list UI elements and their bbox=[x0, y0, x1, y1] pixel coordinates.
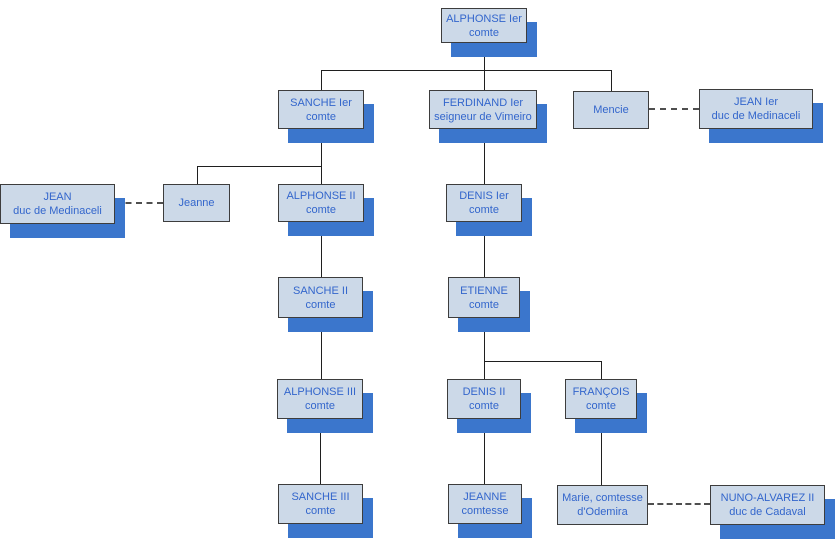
node-name: Jeanne bbox=[178, 197, 215, 209]
node-title: comte bbox=[305, 298, 336, 311]
node-nuno-alvarez-2[interactable]: NUNO-ALVAREZ II duc de Cadaval bbox=[710, 485, 825, 525]
node-etienne[interactable]: ETIENNE comte bbox=[448, 277, 520, 318]
node-title: duc de Cadaval bbox=[729, 506, 806, 518]
connector-denis2-to-jeanne2 bbox=[484, 419, 485, 484]
node-jeanne-comtesse[interactable]: JEANNE comtesse bbox=[448, 484, 522, 524]
node-title: comtesse bbox=[461, 505, 509, 517]
connector-etienne-to-children bbox=[484, 318, 485, 379]
connector-sanche1-to-children bbox=[321, 129, 322, 184]
node-alphonse-3[interactable]: ALPHONSE III comte bbox=[277, 379, 363, 419]
node-sanche-2[interactable]: SANCHE II comte bbox=[278, 277, 363, 318]
node-ferdinand-1er[interactable]: FERDINAND Ier seigneur de Vimeiro bbox=[429, 90, 537, 129]
node-title: comte bbox=[306, 110, 336, 123]
connector-drop-jeanne bbox=[197, 166, 198, 184]
node-name: NUNO-ALVAREZ II bbox=[720, 492, 815, 504]
node-title: comte bbox=[469, 298, 499, 311]
connector-francois-to-marie bbox=[601, 419, 602, 485]
node-alphonse-2[interactable]: ALPHONSE II comte bbox=[278, 184, 364, 222]
node-name: ALPHONSE III bbox=[283, 386, 357, 398]
node-name: FRANÇOIS bbox=[572, 386, 630, 398]
connector-denis1-to-etienne bbox=[484, 222, 485, 277]
node-alphonse-1er[interactable]: ALPHONSE Ier comte bbox=[441, 8, 527, 43]
node-title: comte bbox=[305, 505, 336, 517]
connector-alphonse3-to-sanche3 bbox=[320, 419, 321, 484]
node-name: ALPHONSE II bbox=[286, 190, 356, 202]
node-title: duc de Medinaceli bbox=[711, 110, 801, 122]
node-mencie[interactable]: Mencie bbox=[573, 91, 649, 129]
marriage-link-marie-nuno bbox=[648, 503, 710, 505]
connector-bus-generation3 bbox=[197, 166, 322, 167]
connector-sanche2-to-alphonse3 bbox=[321, 318, 322, 379]
connector-bus-generation2 bbox=[321, 70, 612, 71]
node-name: SANCHE II bbox=[292, 284, 348, 297]
node-title: comte bbox=[586, 400, 616, 412]
node-name: Mencie bbox=[593, 104, 629, 116]
node-title: d'Odemira bbox=[577, 506, 628, 518]
node-name: DENIS II bbox=[462, 386, 506, 398]
node-name: JEAN bbox=[43, 191, 72, 203]
node-jeanne[interactable]: Jeanne bbox=[163, 184, 230, 222]
node-title: comte bbox=[306, 204, 336, 216]
node-sanche-1er[interactable]: SANCHE Ier comte bbox=[278, 90, 364, 129]
node-name: Marie, comtesse bbox=[562, 492, 643, 504]
node-marie-odemira[interactable]: Marie, comtesse d'Odemira bbox=[557, 485, 648, 525]
node-title: comte bbox=[469, 204, 499, 216]
marriage-link-jean-jeanne bbox=[115, 202, 163, 204]
connector-drop-mencie bbox=[611, 70, 612, 91]
node-title: duc de Medinaceli bbox=[13, 205, 102, 217]
node-title: comte bbox=[469, 400, 499, 412]
node-name: FERDINAND Ier bbox=[442, 96, 524, 109]
node-title: comte bbox=[469, 26, 499, 39]
marriage-link-mencie-jean1er bbox=[649, 108, 699, 110]
node-name: JEAN Ier bbox=[733, 96, 778, 108]
node-title: comte bbox=[305, 400, 335, 412]
node-title: seigneur de Vimeiro bbox=[434, 110, 532, 123]
node-name: SANCHE Ier bbox=[290, 96, 352, 109]
node-jean-medinaceli[interactable]: JEAN duc de Medinaceli bbox=[0, 184, 115, 224]
node-sanche-3[interactable]: SANCHE III comte bbox=[278, 484, 363, 524]
node-jean-1er-medinaceli[interactable]: JEAN Ier duc de Medinaceli bbox=[699, 89, 813, 129]
node-name: ALPHONSE Ier bbox=[446, 12, 522, 25]
node-francois[interactable]: FRANÇOIS comte bbox=[565, 379, 637, 419]
connector-ferdinand1-to-denis1 bbox=[484, 129, 485, 184]
connector-bus-etienne-children bbox=[484, 361, 602, 362]
connector-alphonse2-to-sanche2 bbox=[321, 222, 322, 277]
node-name: JEANNE bbox=[463, 491, 507, 503]
connector-drop-francois bbox=[601, 361, 602, 379]
node-name: SANCHE III bbox=[291, 491, 350, 503]
connector-alphonse1-to-children bbox=[484, 43, 485, 90]
node-denis-2[interactable]: DENIS II comte bbox=[447, 379, 521, 419]
node-name: ETIENNE bbox=[460, 284, 508, 297]
node-denis-1er[interactable]: DENIS Ier comte bbox=[446, 184, 522, 222]
node-name: DENIS Ier bbox=[459, 190, 509, 202]
connector-drop-sanche1 bbox=[321, 70, 322, 90]
